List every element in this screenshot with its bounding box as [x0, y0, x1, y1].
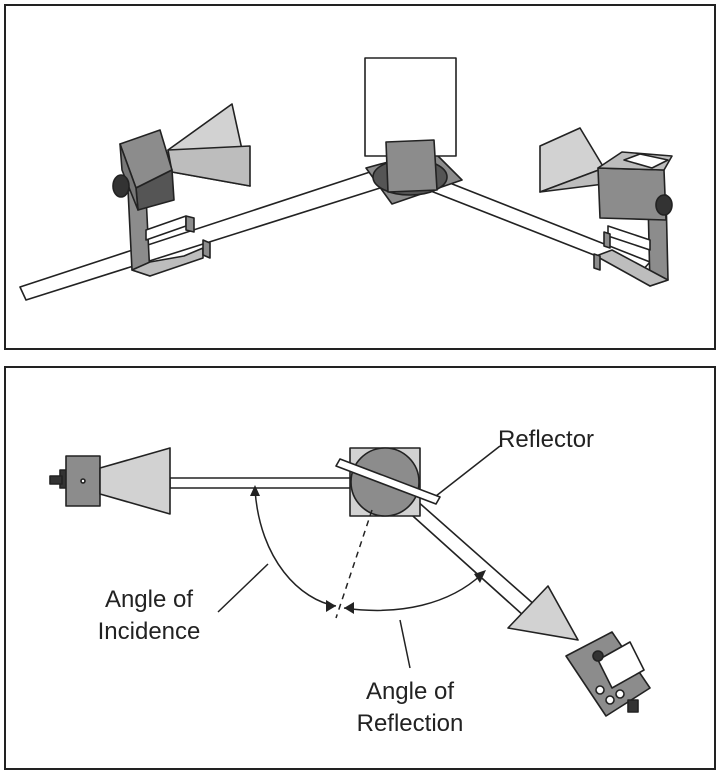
incidence-line1: Angle of [104, 586, 194, 613]
transmitter-perspective [112, 103, 251, 277]
reflector-label-text: Reflector [498, 426, 595, 453]
receiver-top [507, 585, 651, 717]
angle-of-incidence-label: Angle of Incidence [84, 584, 214, 648]
top-view-panel [4, 366, 716, 770]
reflection-line1: Angle of [365, 678, 455, 705]
reflector-leader [435, 445, 501, 497]
reflector-plate [364, 57, 457, 157]
receiver-horn-top [507, 585, 579, 641]
transmitter-top [49, 447, 171, 515]
reflection-line2: Reflection [356, 710, 464, 737]
receiver-meter [623, 153, 669, 169]
receiver-body [597, 167, 667, 221]
receiver-knob [655, 194, 673, 216]
incidence-leader [217, 563, 269, 613]
transmitter-horn-top [99, 447, 171, 515]
receiver-perspective [539, 127, 673, 287]
transmitter-knob [112, 174, 130, 198]
reflector-label: Reflector [498, 424, 594, 456]
reflection-arc [343, 573, 483, 612]
incidence-line2: Incidence [97, 618, 201, 645]
reflector-holder [385, 139, 438, 193]
reflector-bar [335, 458, 441, 505]
reflection-leader [399, 619, 411, 669]
incidence-arc [254, 489, 337, 607]
left-arm-rail [19, 171, 381, 301]
angle-of-reflection-label: Angle of Reflection [340, 676, 480, 740]
normal-line [335, 509, 373, 619]
